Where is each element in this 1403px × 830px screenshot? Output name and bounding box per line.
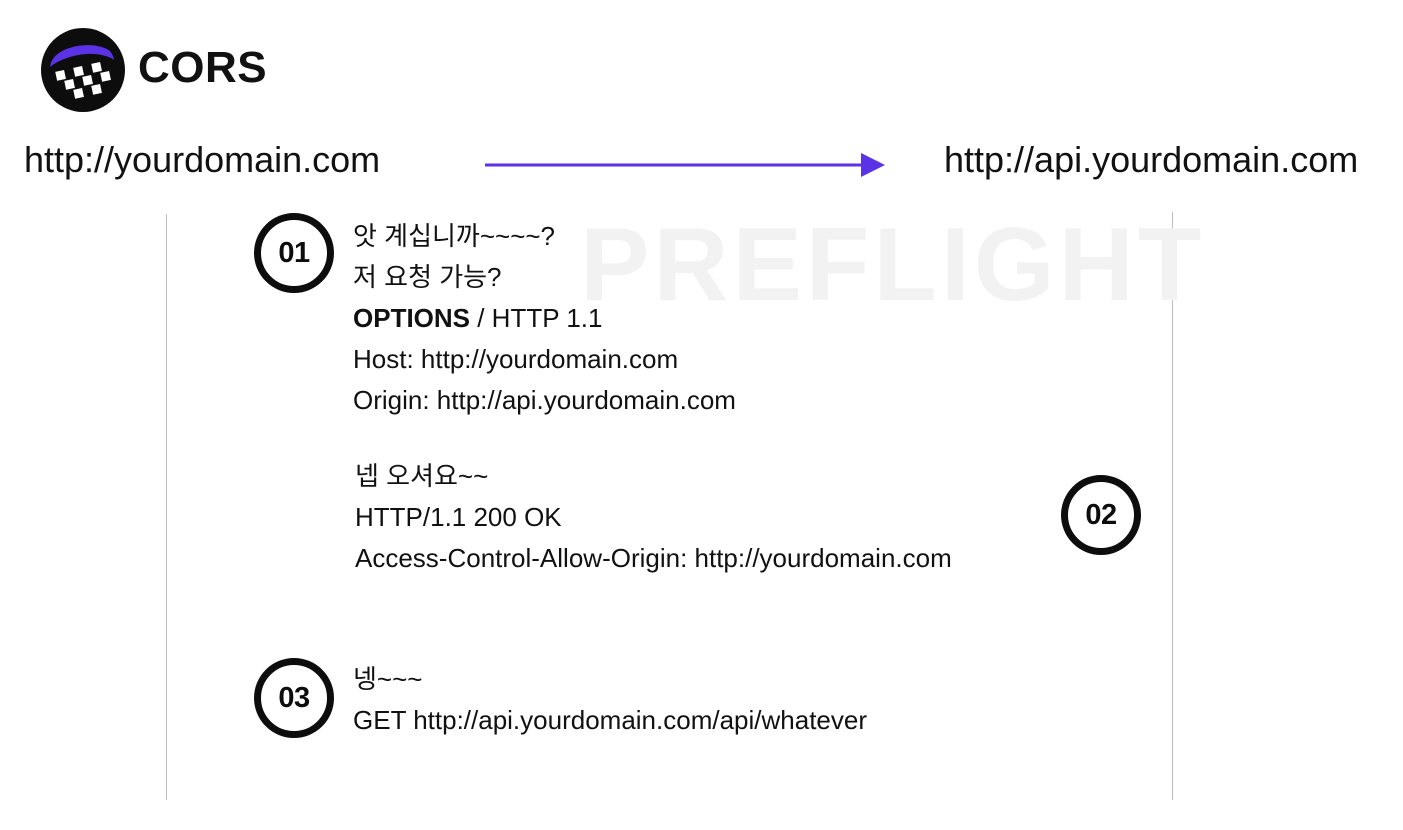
step-badge-02: 02: [1061, 475, 1141, 555]
request-line-rest: / HTTP 1.1: [470, 303, 603, 333]
actual-request-message: 넹~~~ GET http://api.yourdomain.com/api/w…: [353, 659, 867, 741]
request-line: OPTIONS / HTTP 1.1: [353, 298, 736, 339]
request-arrow-icon: [485, 153, 885, 177]
host-header: Host: http://yourdomain.com: [353, 344, 679, 374]
actual-request-greeting: 넹~~~: [353, 664, 423, 694]
step-badge-01: 01: [254, 213, 334, 293]
request-method: OPTIONS: [353, 303, 471, 333]
origin-header: Origin: http://api.yourdomain.com: [353, 385, 736, 415]
masked-face-logo-icon: [41, 28, 125, 112]
server-lifeline: [1172, 212, 1173, 800]
client-lifeline: [166, 214, 167, 800]
preflight-watermark: PREFLIGHT: [580, 207, 1206, 323]
response-status: HTTP/1.1 200 OK: [355, 502, 562, 532]
page-title: CORS: [138, 43, 268, 92]
allow-origin-header: Access-Control-Allow-Origin: http://your…: [355, 543, 952, 573]
client-origin-label: http://yourdomain.com: [24, 139, 381, 180]
preflight-response-message: 넵 오셔요~~ HTTP/1.1 200 OK Access-Control-A…: [355, 456, 952, 579]
preflight-request-message: 앗 계십니까~~~~? 저 요청 가능? OPTIONS / HTTP 1.1 …: [353, 216, 736, 421]
step-badge-03: 03: [254, 658, 334, 738]
response-greeting: 넵 오셔요~~: [355, 461, 489, 491]
request-greeting: 앗 계십니까~~~~?: [353, 221, 556, 251]
request-question: 저 요청 가능?: [353, 262, 502, 292]
server-origin-label: http://api.yourdomain.com: [944, 139, 1359, 180]
actual-request-line: GET http://api.yourdomain.com/api/whatev…: [353, 705, 867, 735]
